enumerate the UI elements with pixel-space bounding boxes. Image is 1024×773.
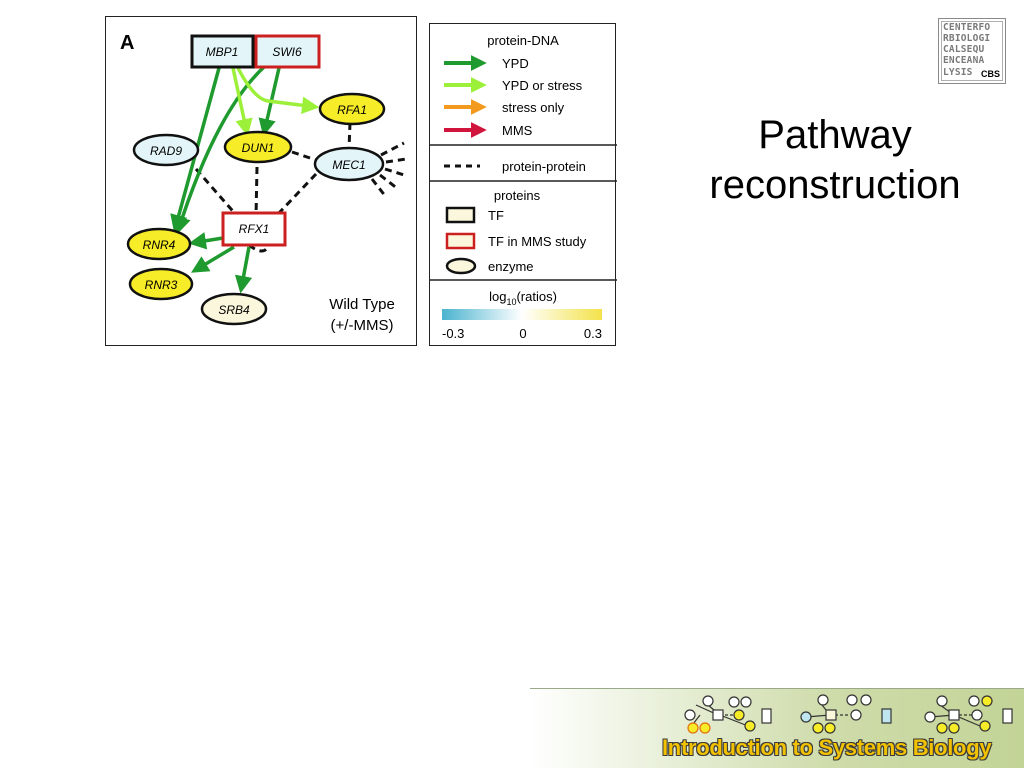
logo-line-3: CALSEQU xyxy=(943,44,985,55)
cbs-logo: CENTERFO RBIOLOGI CALSEQU ENCEANA LYSIS … xyxy=(938,18,1006,84)
banner-top-rule xyxy=(530,688,1024,689)
node-rad9: RAD9 xyxy=(132,133,200,167)
banner-network-icon-2 xyxy=(800,694,892,734)
legend-protein-protein-label: protein-protein xyxy=(502,159,586,174)
node-mbp1-label: MBP1 xyxy=(206,45,239,59)
protein-protein-edges xyxy=(194,122,407,253)
node-swi6-label: SWI6 xyxy=(272,45,302,59)
edge-mbp1-dun1-lime xyxy=(231,67,253,137)
node-rnr3: RNR3 xyxy=(128,267,194,301)
edge-mec1-rfx1 xyxy=(276,172,318,216)
panel-label: A xyxy=(120,32,134,54)
banner-network-icon-1 xyxy=(684,695,772,734)
legend-scale-min: -0.3 xyxy=(442,326,464,341)
node-swi6: SWI6 xyxy=(254,34,321,69)
edge-mec1-extra-4 xyxy=(379,173,399,191)
edge-dun1-mec1 xyxy=(291,150,317,162)
legend-enzyme-swatch xyxy=(445,257,477,275)
edge-dun1-rfx1 xyxy=(254,166,259,218)
banner-network-icons xyxy=(684,694,1013,734)
slide-title-line2: reconstruction xyxy=(709,163,961,207)
legend-tf-label: TF xyxy=(488,208,504,223)
banner-network-icon-3 xyxy=(924,695,1013,734)
edge-rfx1-self xyxy=(248,243,271,253)
logo-line-2: RBIOLOGI xyxy=(943,33,991,44)
edge-mbp1-rfa1-lime xyxy=(236,67,320,114)
legend-tf-mms-swatch xyxy=(445,232,476,250)
legend-scale-max: 0.3 xyxy=(584,326,602,341)
legend-mms-label: MMS xyxy=(502,123,533,138)
edge-mec1-extra-3 xyxy=(384,167,405,177)
edge-swi6-rnr4 xyxy=(173,65,266,235)
node-rfx1-label: RFX1 xyxy=(239,222,270,236)
logo-line-4: ENCEANA xyxy=(943,55,985,66)
node-mec1: MEC1 xyxy=(313,146,385,182)
edge-mec1-extra-5 xyxy=(370,178,388,198)
network-diagram: A xyxy=(120,32,407,334)
logo-cbs-mark: CBS xyxy=(979,69,1001,79)
ypd-or-stress-edges xyxy=(231,67,320,137)
node-srb4: SRB4 xyxy=(200,292,268,326)
edge-rfx1-rnr3 xyxy=(190,245,235,273)
node-rnr4: RNR4 xyxy=(126,227,192,261)
legend-color-scale xyxy=(442,309,602,320)
legend-panel: protein-DNA YPD YPD or stress stress onl… xyxy=(429,23,617,346)
node-rfa1: RFA1 xyxy=(318,92,386,126)
footer-banner xyxy=(530,688,1024,768)
condition-label-line1: Wild Type xyxy=(329,296,395,313)
node-mec1-label: MEC1 xyxy=(332,158,365,172)
banner-title: Introduction to Systems Biology xyxy=(662,735,992,760)
legend-scale-title: log10(ratios) xyxy=(489,289,557,307)
node-dun1-label: DUN1 xyxy=(242,141,275,155)
edge-mec1-extra-2 xyxy=(385,157,407,164)
node-rnr3-label: RNR3 xyxy=(145,278,178,292)
legend: protein-DNA YPD YPD or stress stress onl… xyxy=(430,33,617,341)
edge-rfx1-srb4 xyxy=(234,246,253,294)
node-rfx1: RFX1 xyxy=(221,211,287,247)
legend-scale-mid: 0 xyxy=(519,326,526,341)
legend-proteins-header: proteins xyxy=(494,188,541,203)
logo-line-1: CENTERFO xyxy=(943,22,991,33)
edge-mec1-extra-1 xyxy=(380,141,405,157)
node-dun1: DUN1 xyxy=(223,130,293,164)
legend-protein-dna-header: protein-DNA xyxy=(487,33,559,48)
legend-stress-only-label: stress only xyxy=(502,100,565,115)
node-rnr4-label: RNR4 xyxy=(143,238,176,252)
legend-tf-mms-label: TF in MMS study xyxy=(488,234,587,249)
condition-label-line2: (+/-MMS) xyxy=(331,317,394,334)
node-rfa1-label: RFA1 xyxy=(337,103,367,117)
node-rad9-label: RAD9 xyxy=(150,144,182,158)
slide-title-line1: Pathway xyxy=(758,113,912,157)
legend-ypd-or-stress-label: YPD or stress xyxy=(502,78,583,93)
logo-line-5: LYSIS xyxy=(943,67,973,78)
slide-title: Pathway reconstruction xyxy=(690,110,980,210)
edge-rfa1-mec1 xyxy=(347,122,352,150)
edge-rad9-rfx1 xyxy=(194,168,240,218)
network-diagram-panel: A xyxy=(105,16,417,346)
legend-tf-swatch xyxy=(445,206,476,224)
edge-rfx1-rnr4 xyxy=(188,232,224,250)
node-srb4-label: SRB4 xyxy=(218,303,250,317)
node-mbp1: MBP1 xyxy=(190,34,255,69)
legend-enzyme-label: enzyme xyxy=(488,259,534,274)
legend-ypd-label: YPD xyxy=(502,56,529,71)
